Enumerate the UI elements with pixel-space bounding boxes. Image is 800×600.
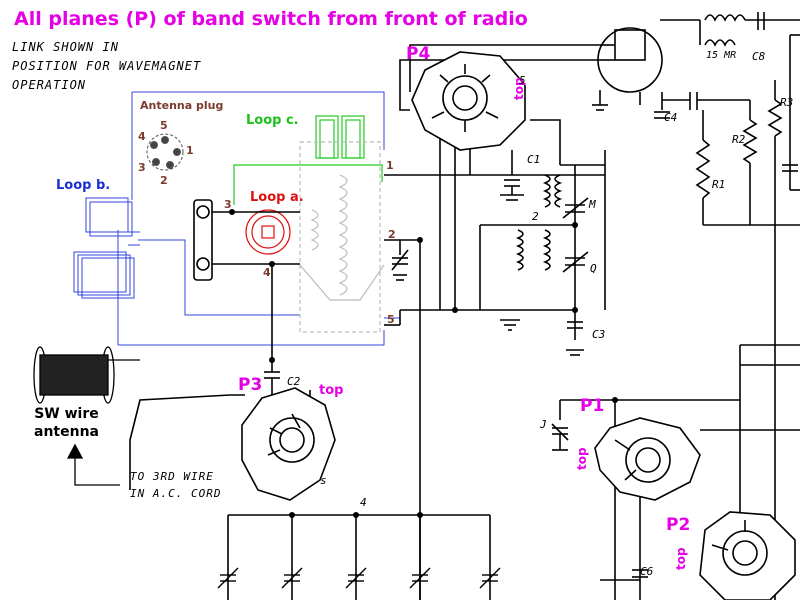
plug-pin-1: 1 [186, 144, 194, 157]
p4-contact-5: 5 [519, 74, 526, 87]
terminal-1: 1 [386, 159, 394, 172]
loop-c [233, 115, 383, 205]
note-line-3: OPERATION [12, 78, 87, 92]
coil-top-label: 15 MR [706, 50, 737, 61]
plug-pin-5: 5 [160, 119, 168, 132]
capacitor-c6: C6 [640, 565, 654, 578]
junction-dots [229, 209, 618, 518]
diagram-title: All planes (P) of band switch from front… [14, 8, 528, 30]
terminal-5: 5 [387, 313, 395, 326]
terminal-4: 4 [263, 266, 271, 279]
switch-plane-p4 [411, 51, 526, 151]
sw-wire-line-2: antenna [34, 424, 99, 440]
resistor-r1: R1 [712, 178, 726, 191]
p3-top-label: top [319, 383, 344, 398]
terminal-2: 2 [388, 228, 396, 241]
resistor-r3: R3 [780, 96, 794, 109]
sw-wire-antenna-label: SW wire antenna [34, 405, 99, 441]
loop-a [245, 209, 291, 255]
ac-cord-note: TO 3RD WIRE IN A.C. CORD [130, 468, 221, 502]
capacitor-c2: C2 [287, 375, 301, 388]
antenna-plug-label: Antenna plug [140, 99, 224, 112]
capacitor-c1: C1 [527, 153, 541, 166]
plug-pin-4: 4 [138, 130, 146, 143]
loop-a-label: Loop a. [250, 190, 304, 205]
link-position-note: LINK SHOWN IN POSITION FOR WAVEMAGNET OP… [12, 38, 201, 95]
bus-label-4: 4 [360, 496, 367, 509]
p1-top-label: top [575, 447, 589, 470]
p3-contact-s: s [320, 474, 327, 487]
coils-m-q [515, 174, 589, 273]
plane-p2-label: P2 [666, 515, 691, 535]
resistor-r2: R2 [732, 133, 746, 146]
loop-b-label: Loop b. [56, 178, 111, 193]
plane-p1-label: P1 [580, 396, 605, 416]
capacitor-c8: C8 [752, 50, 766, 63]
coil-2-label: 2 [532, 210, 539, 223]
sw-wire-line-1: SW wire [34, 406, 99, 422]
plane-p4-label: P4 [406, 44, 431, 64]
ac-cord-line-2: IN A.C. CORD [130, 487, 222, 500]
p2-top-label: top [674, 547, 688, 570]
switch-plane-p2 [699, 511, 796, 600]
trimmer-capacitors [217, 567, 501, 589]
loop-b-wiring [117, 91, 400, 346]
note-line-1: LINK SHOWN IN [12, 40, 119, 54]
coil-former [299, 141, 385, 333]
switch-plane-p1 [594, 417, 701, 501]
plug-pin-3: 3 [138, 161, 146, 174]
plug-pin-2: 2 [160, 174, 168, 187]
terminal-3: 3 [224, 198, 232, 211]
antenna-plug [146, 133, 184, 171]
coil-q: Q [590, 262, 597, 275]
coil-m: M [589, 198, 596, 211]
plane-p3-label: P3 [238, 375, 263, 395]
sw-wire-spool [33, 346, 140, 486]
capacitor-c3: C3 [592, 328, 606, 341]
note-line-2: POSITION FOR WAVEMAGNET [12, 59, 202, 73]
loop-b-coils [73, 197, 140, 299]
capacitor-j: J [540, 418, 547, 431]
capacitor-c4: C4 [664, 111, 678, 124]
loop-c-label: Loop c. [246, 113, 299, 128]
switch-plane-p3 [241, 387, 336, 501]
ac-cord-line-1: TO 3RD WIRE [130, 470, 214, 483]
